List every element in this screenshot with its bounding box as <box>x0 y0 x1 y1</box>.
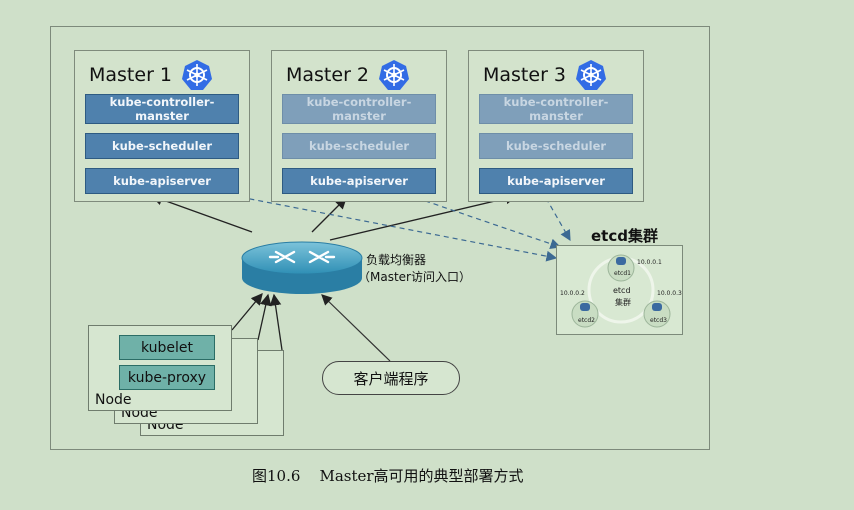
master-2-box: Master 2 kube-controller-manster kube-sc… <box>271 50 447 202</box>
master-3-box: Master 3 kube-controller-manster kube-sc… <box>468 50 644 202</box>
etcd-center-label: etcd <box>613 286 631 295</box>
kube-scheduler-box: kube-scheduler <box>282 133 436 159</box>
kube-controller-manager-box: kube-controller-manster <box>282 94 436 124</box>
etcd3-ip: 10.0.0.3 <box>657 290 682 297</box>
etcd-ring <box>571 254 671 328</box>
etcd-cluster-box: etcd1 etcd2 etcd3 10.0.0.1 10.0.0.2 10.0… <box>556 245 683 335</box>
lb-to-master3-arrow <box>329 192 518 241</box>
etcd3-label: etcd3 <box>650 317 667 324</box>
etcd-center-sublabel: 集群 <box>615 298 631 307</box>
kube-apiserver-box: kube-apiserver <box>282 168 436 194</box>
load-balancer-label: 负载均衡器 <box>366 253 427 267</box>
etcd-cluster-title: etcd集群 <box>591 227 658 245</box>
client-to-lb-arrow <box>321 294 391 362</box>
node3-to-lb-arrow <box>269 293 283 351</box>
kube-scheduler-box: kube-scheduler <box>85 133 239 159</box>
master-3-title: Master 3 <box>483 64 567 86</box>
kube-controller-manager-box: kube-controller-manster <box>479 94 633 124</box>
kube-proxy-box: kube-proxy <box>119 365 215 390</box>
lb-to-master2-arrow <box>311 197 347 233</box>
master-2-title: Master 2 <box>286 64 370 86</box>
node2-to-lb-arrow <box>257 293 272 341</box>
master3-to-etcd-arrow <box>545 197 571 242</box>
kubernetes-icon <box>576 60 606 90</box>
etcd2-label: etcd2 <box>578 317 595 324</box>
etcd1-ip: 10.0.0.1 <box>637 259 662 266</box>
load-balancer-icon <box>241 241 363 294</box>
node1-to-lb-arrow <box>231 293 263 331</box>
etcd1-label: etcd1 <box>614 270 631 277</box>
master-1-box: Master 1 kube-controller-manster kube-sc… <box>74 50 250 202</box>
diagram-frame <box>50 26 710 450</box>
lb-to-master1-arrow <box>150 194 253 233</box>
etcd2-ip: 10.0.0.2 <box>560 290 585 297</box>
kubernetes-icon <box>182 60 212 90</box>
kube-apiserver-box: kube-apiserver <box>85 168 239 194</box>
client-program-box: 客户端程序 <box>322 361 460 395</box>
figure-caption: 图10.6 Master高可用的典型部署方式 <box>252 467 524 485</box>
kube-scheduler-box: kube-scheduler <box>479 133 633 159</box>
kube-apiserver-box: kube-apiserver <box>479 168 633 194</box>
kube-controller-manager-box: kube-controller-manster <box>85 94 239 124</box>
master1-to-etcd-arrow <box>213 191 558 262</box>
node-label: Node <box>95 392 132 408</box>
node-box-1: kubelet kube-proxy Node <box>88 325 232 411</box>
kubernetes-icon <box>379 60 409 90</box>
kubelet-box: kubelet <box>119 335 215 360</box>
master-1-title: Master 1 <box>89 64 173 86</box>
load-balancer-sublabel: （Master访问入口） <box>358 270 471 284</box>
master2-to-etcd-arrow <box>407 194 562 250</box>
